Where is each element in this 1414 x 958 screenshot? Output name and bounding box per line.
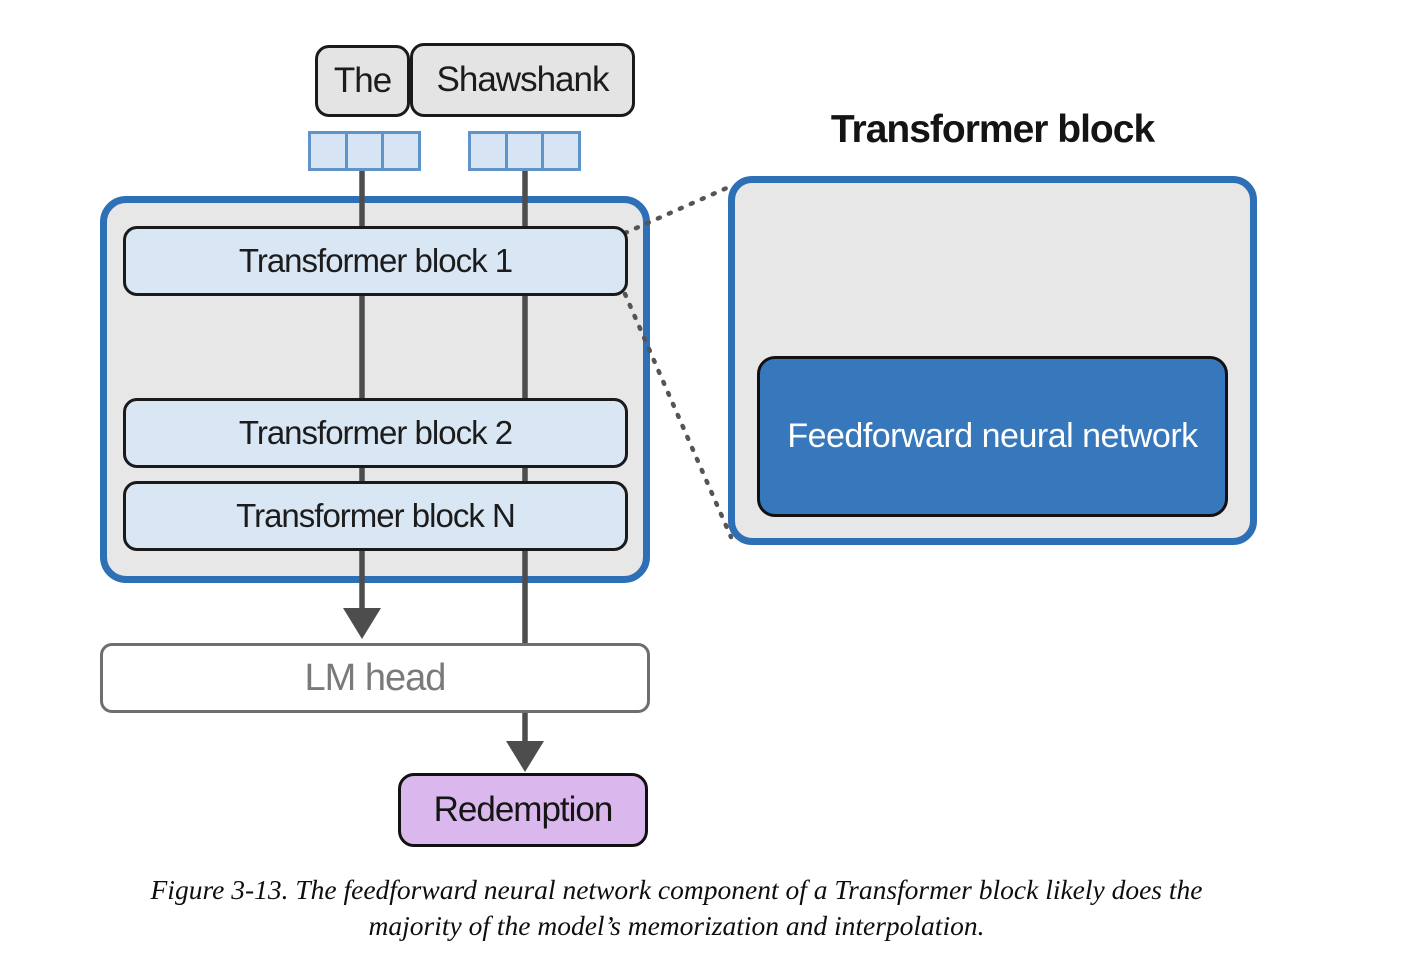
arrow-down-icon <box>343 608 381 639</box>
caption-line-1: Figure 3-13. The feedforward neural netw… <box>150 874 1203 905</box>
caption-line-2: majority of the model’s memorization and… <box>368 910 985 941</box>
embedding-vector-1 <box>308 131 421 171</box>
embedding-cell <box>468 131 508 171</box>
block-label: Transformer block 1 <box>238 242 513 279</box>
embedding-cell <box>344 131 385 171</box>
token-label: The <box>333 61 392 100</box>
block-label: Transformer block 2 <box>238 414 513 451</box>
transformer-block-1: Transformer block 1 <box>123 226 628 296</box>
lm-head-label: LM head <box>304 656 447 699</box>
detail-view-title: Transformer block <box>830 108 1155 151</box>
figure-caption: Figure 3-13. The feedforward neural netw… <box>0 872 1353 944</box>
lm-head-box: LM head <box>100 643 650 713</box>
output-token-label: Redemption <box>433 790 614 829</box>
transformer-block-n: Transformer block N <box>123 481 628 551</box>
ffn-label: Feedforward neural network <box>787 417 1198 455</box>
embedding-cell <box>541 131 581 171</box>
block-label: Transformer block N <box>236 497 516 534</box>
embedding-cell <box>504 131 545 171</box>
feedforward-neural-network-box: Feedforward neural network <box>757 356 1228 517</box>
token-label: Shawshank <box>436 60 610 99</box>
embedding-cell <box>308 131 348 171</box>
arrow-down-icon <box>506 741 544 772</box>
embedding-vector-2 <box>468 131 581 171</box>
input-token-the: The <box>315 45 410 117</box>
input-token-shawshank: Shawshank <box>410 43 635 117</box>
embedding-cell <box>381 131 421 171</box>
output-token-redemption: Redemption <box>398 773 648 847</box>
transformer-block-2: Transformer block 2 <box>123 398 628 468</box>
